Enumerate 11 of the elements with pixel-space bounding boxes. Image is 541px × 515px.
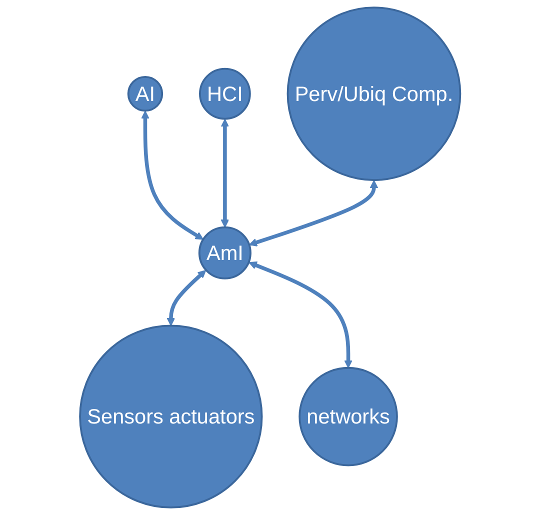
- node-circle: Perv/Ubiq Comp.: [287, 6, 462, 181]
- arrow: [249, 261, 353, 368]
- node-circle: AI: [128, 76, 164, 112]
- node-circle: Sensors actuators: [79, 324, 264, 508]
- arrow: [167, 270, 206, 326]
- arrow: [141, 110, 204, 240]
- node-circle: AmI: [198, 226, 252, 280]
- node-circle: networks: [299, 366, 398, 466]
- node-circle: HCI: [199, 68, 252, 120]
- arrow: [221, 118, 230, 228]
- arrow: [249, 180, 378, 246]
